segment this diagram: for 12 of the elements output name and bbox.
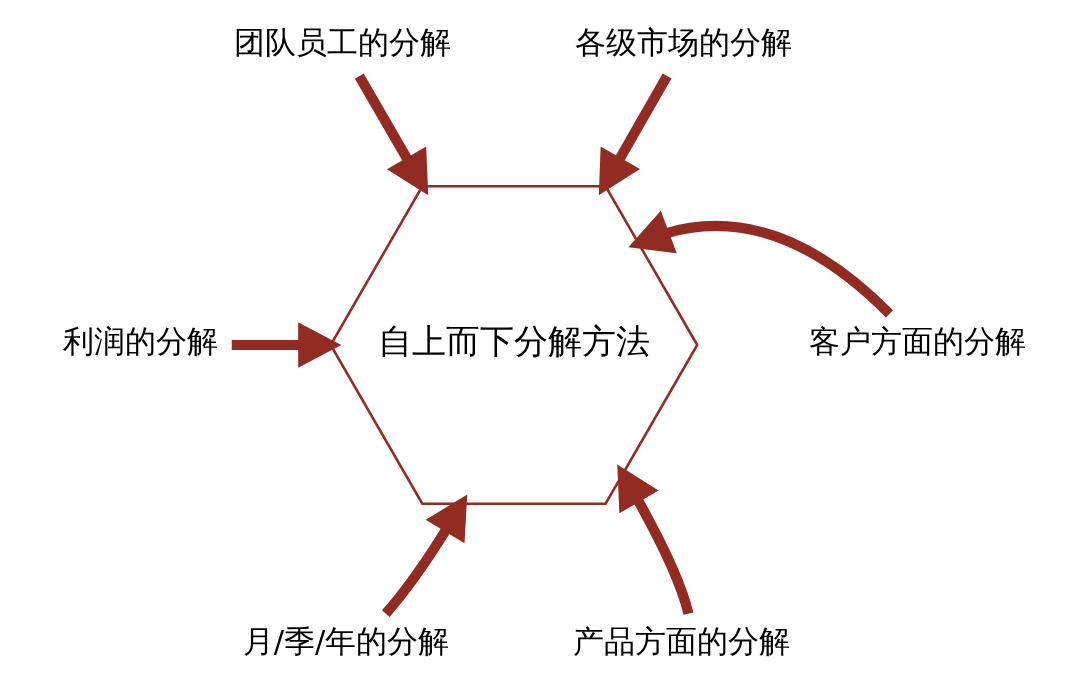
node-text: 各级市场的分解 (575, 24, 793, 60)
node-text: 团队员工的分解 (234, 24, 452, 60)
arrow (354, 73, 429, 196)
arrow (628, 210, 894, 318)
node-text: 产品方面的分解 (573, 624, 791, 660)
arrow (598, 73, 672, 196)
node-text: 月/季/年的分解 (242, 624, 450, 660)
arrow (617, 464, 694, 615)
arrow (381, 494, 468, 617)
node-text: 客户方面的分解 (809, 324, 1027, 360)
arrow (231, 322, 342, 368)
node-text: 利润的分解 (63, 324, 219, 360)
